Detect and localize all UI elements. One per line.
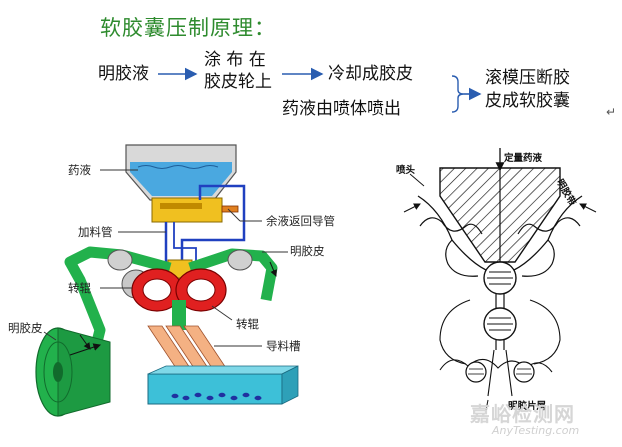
label-feed-pipe: 加料管 bbox=[78, 225, 113, 239]
flow-step-gelatin-liquid: 明胶液 bbox=[98, 64, 149, 84]
return-pipe bbox=[180, 184, 246, 262]
flow-brace bbox=[451, 75, 465, 113]
flow-step-coat-line2: 胶皮轮上 bbox=[204, 72, 272, 92]
label-drug-liquid: 药液 bbox=[68, 163, 91, 177]
label-return-pipe: 余液返回导管 bbox=[266, 214, 335, 228]
flow-step-spray: 药液由喷体喷出 bbox=[282, 99, 401, 119]
left-diagram bbox=[35, 144, 299, 417]
flow-step-coat-line1: 涂 布 在 bbox=[204, 50, 266, 70]
flow-result-line2: 皮成软胶囊 bbox=[485, 91, 570, 111]
label-gelatin-sheet-left: 明胶皮 bbox=[8, 321, 43, 335]
right-diagram bbox=[403, 148, 597, 411]
guide-trough bbox=[147, 325, 227, 369]
flow-step-cool: 冷却成胶皮 bbox=[328, 64, 413, 84]
pump-block bbox=[151, 197, 223, 223]
label-nozzle: 喷头 bbox=[396, 165, 416, 176]
label-roller-right: 转辊 bbox=[236, 317, 259, 331]
belt-right bbox=[188, 248, 278, 302]
label-roller-left: 转辊 bbox=[68, 281, 91, 295]
collection-tray bbox=[147, 373, 283, 405]
watermark-en: AnyTesting.com bbox=[492, 424, 580, 437]
watermark-cn: 嘉峪检测网 bbox=[470, 402, 575, 426]
svg-text:↵: ↵ bbox=[606, 105, 616, 119]
page-title: 软胶囊压制原理： bbox=[100, 16, 276, 40]
label-gelatin-scraps: 明胶片屑 bbox=[508, 401, 547, 412]
flow-result-line1: 滚模压断胶 bbox=[485, 68, 570, 88]
label-gelatin-sheet-right: 明胶皮 bbox=[290, 244, 325, 258]
label-guide-trough: 导料槽 bbox=[266, 339, 301, 353]
label-metered-liquid: 定量药液 bbox=[504, 153, 543, 164]
drug-liquid-tank bbox=[130, 162, 232, 196]
